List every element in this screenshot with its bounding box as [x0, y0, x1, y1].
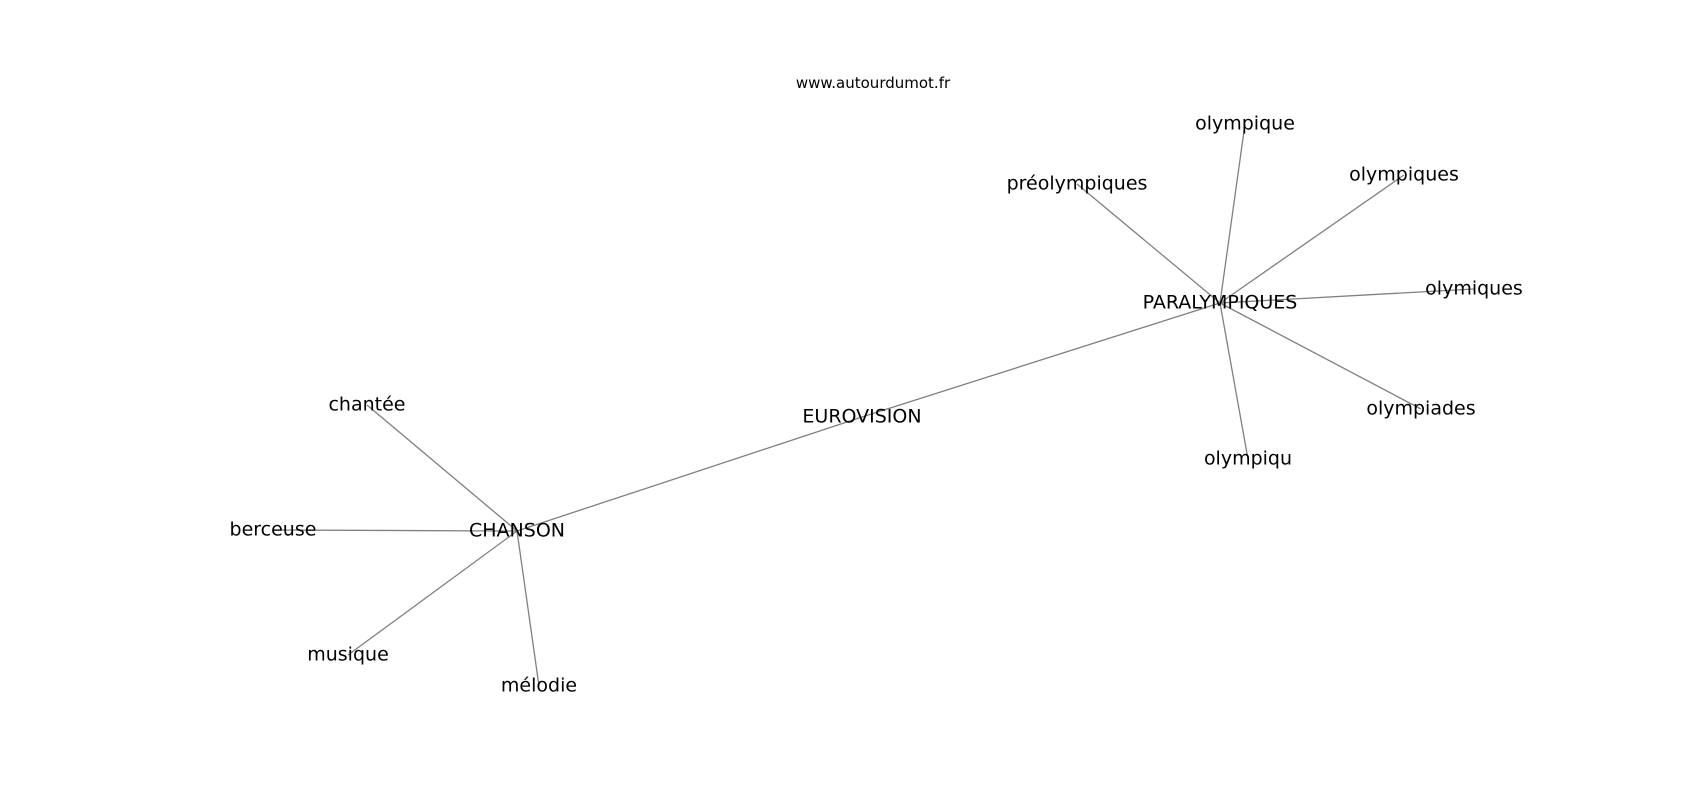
node-label-olymiques: olymiques [1425, 278, 1523, 300]
edge-chanson-berceuse [272, 529, 518, 532]
edge-chanson-melodie [516, 530, 540, 687]
edge-chanson-eurovision [516, 416, 863, 532]
node-label-chanson: CHANSON [469, 520, 565, 542]
node-label-olympique: olympique [1195, 113, 1295, 135]
node-label-olympiques: olympiques [1349, 164, 1459, 186]
edge-chanson-chantee [366, 404, 518, 532]
nodes-layer: CHANSON EUROVISION PARALYMPIQUES chantée ber… [230, 113, 1523, 697]
node-label-paralympiques: PARALYMPIQUES [1143, 292, 1298, 314]
edge-paralympiques-preolympiques [1076, 183, 1221, 304]
node-label-olympiqu: olympiqu [1204, 448, 1292, 470]
node-label-melodie: mélodie [501, 675, 577, 697]
watermark-text: www.autourdumot.fr [796, 74, 951, 92]
node-label-preolympiques: préolympiques [1007, 173, 1148, 195]
node-label-eurovision: EUROVISION [802, 406, 921, 428]
edge-paralympiques-olympique [1219, 123, 1246, 304]
edges-layer [272, 123, 1475, 687]
edge-paralympiques-olympiques [1219, 174, 1405, 304]
edge-paralympiques-olymiques [1219, 288, 1475, 304]
node-label-chantee: chantée [328, 394, 405, 416]
edge-paralympiques-olympiqu [1219, 302, 1249, 460]
edge-paralympiques-olympiades [1219, 302, 1422, 410]
node-label-musique: musique [307, 644, 389, 666]
node-label-berceuse: berceuse [230, 519, 317, 541]
edge-eurovision-paralympiques [861, 302, 1221, 418]
edge-chanson-musique [347, 530, 518, 656]
node-label-olympiades: olympiades [1366, 398, 1475, 420]
